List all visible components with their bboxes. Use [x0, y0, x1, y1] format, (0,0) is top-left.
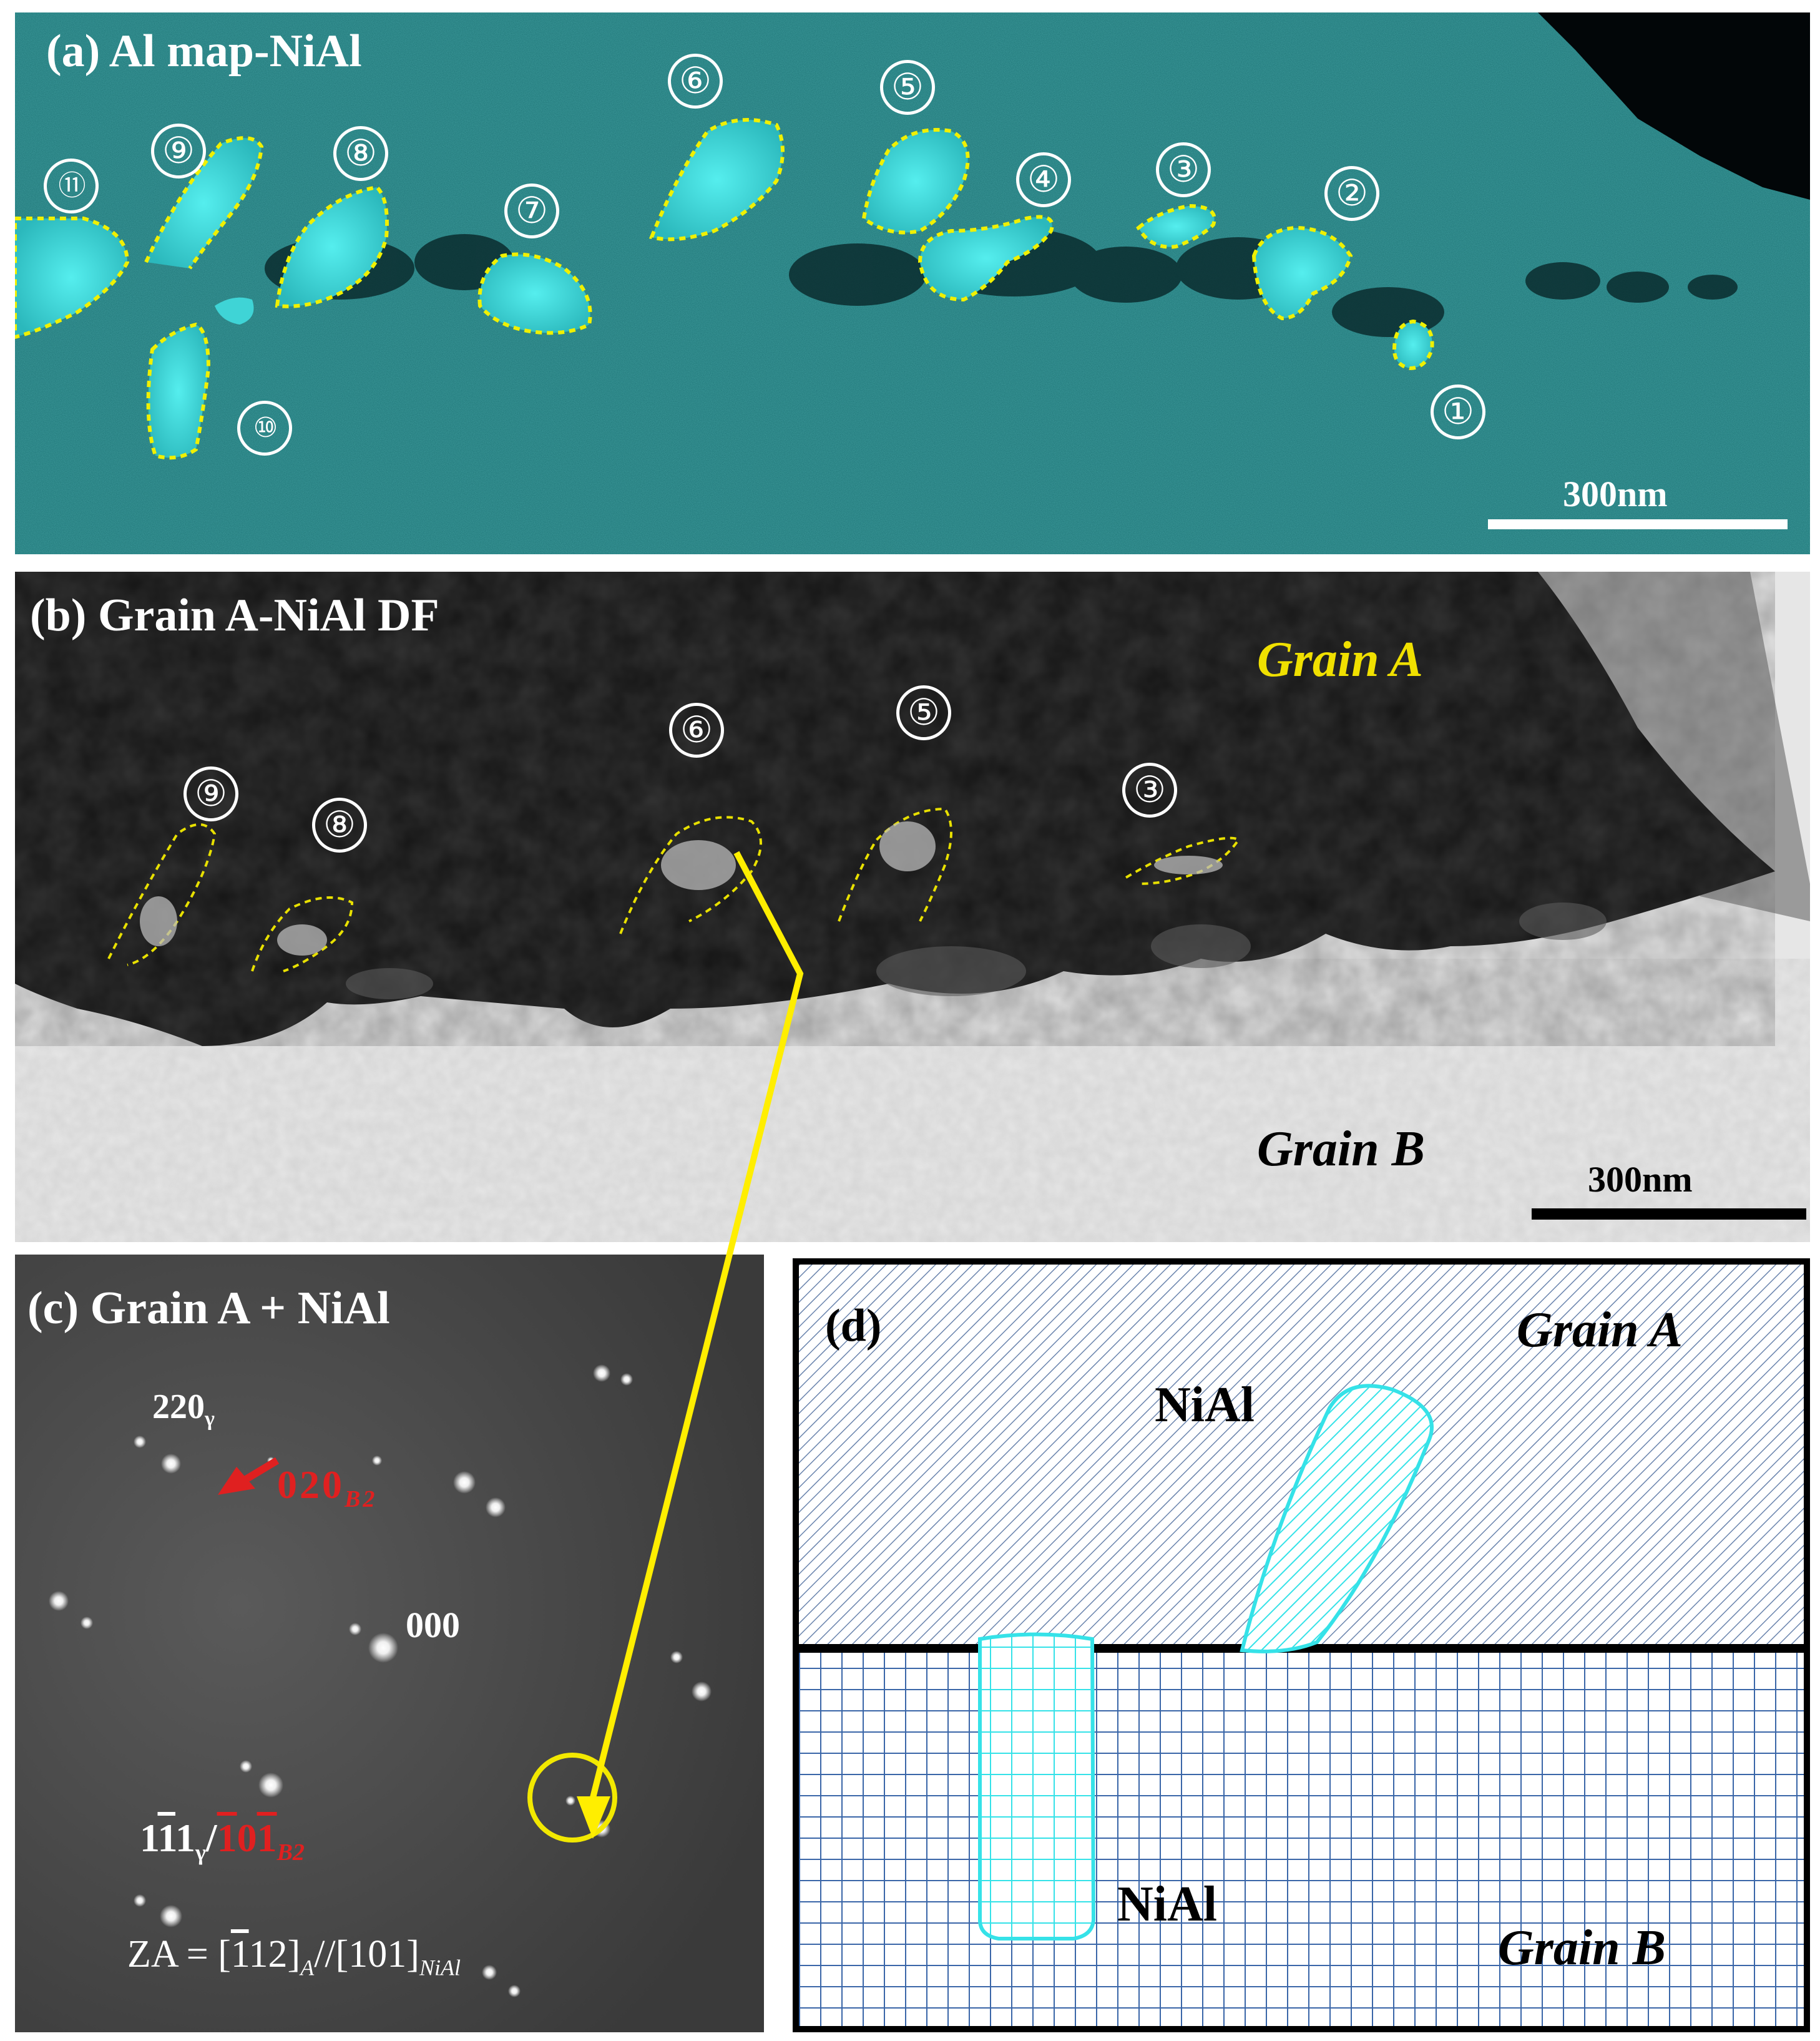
particle-6	[648, 118, 785, 242]
panel-d-nial-bottom: NiAl	[1117, 1877, 1217, 1932]
b-marker-5: ⑤	[896, 685, 951, 740]
panel-d-image	[799, 1265, 1804, 2026]
outline-9	[107, 823, 217, 966]
marker-2: ②	[1324, 166, 1379, 221]
outline-5	[838, 807, 952, 922]
panel-b-scale-text: 300nm	[1588, 1159, 1693, 1200]
panel-b-grain-a: Grain A	[1257, 632, 1424, 687]
marker-1: ①	[1431, 384, 1485, 439]
panel-d-schematic: (d) Grain A NiAl NiAl Grain B	[793, 1258, 1810, 2032]
panel-a-scalebar	[1488, 519, 1788, 529]
precipitate-grain-a	[1240, 1384, 1434, 1653]
particle-11	[15, 216, 130, 340]
b-marker-8: ⑧	[312, 798, 367, 853]
spot-020-label: 020B2	[277, 1462, 378, 1512]
b-marker-3: ③	[1122, 763, 1177, 818]
zone-axis-label: ZA = [112]A//[101]NiAl	[127, 1933, 461, 1980]
particle-2	[1251, 225, 1353, 321]
panel-d-nial-top: NiAl	[1155, 1378, 1255, 1432]
precipitate-grain-b	[978, 1632, 1096, 1941]
panel-d-grain-a: Grain A	[1517, 1303, 1683, 1358]
panel-c-label: (c) Grain A + NiAl	[27, 1283, 390, 1334]
panel-a-al-map: (a) Al map-NiAl 300nm ⑪ ⑨ ⑧ ⑦ ⑥ ⑤ ④ ③ ② …	[15, 12, 1810, 554]
red-arrow	[218, 1457, 280, 1495]
b-marker-6: ⑥	[669, 703, 724, 758]
particle-9	[144, 136, 264, 270]
panel-d-grain-b: Grain B	[1498, 1921, 1666, 1975]
marker-10: ⑩	[237, 401, 292, 456]
particle-1	[1392, 319, 1434, 371]
panel-b-grain-b: Grain B	[1257, 1122, 1425, 1177]
panel-b-image	[15, 572, 1810, 1242]
outline-3	[1125, 836, 1240, 885]
particle-7	[477, 252, 592, 335]
b-marker-9: ⑨	[183, 766, 238, 821]
panel-b-label: (b) Grain A-NiAl DF	[30, 590, 439, 641]
particle-8	[275, 185, 389, 308]
spot-111-101-label: 111γ/101B2	[140, 1816, 305, 1866]
particle-5	[861, 128, 970, 235]
spot-220-label: 220γ	[152, 1388, 215, 1431]
panel-a-scale-text: 300nm	[1563, 474, 1668, 514]
marker-4: ④	[1016, 152, 1071, 207]
particle-4	[917, 215, 1054, 302]
marker-3: ③	[1156, 142, 1211, 197]
panel-a-particles	[15, 118, 1434, 460]
marker-9: ⑨	[151, 124, 206, 179]
particle-3	[1136, 203, 1216, 249]
panel-d-label: (d)	[825, 1300, 882, 1351]
panel-c-diffraction: (c) Grain A + NiAl 220γ 020B2 000 111γ/1…	[15, 1255, 764, 2032]
marker-6: ⑥	[668, 54, 723, 109]
panel-c-image	[15, 1255, 764, 2032]
spot-000-label: 000	[406, 1605, 460, 1645]
marker-11: ⑪	[44, 159, 99, 213]
panel-a-label: (a) Al map-NiAl	[46, 26, 362, 77]
marker-5: ⑤	[880, 60, 935, 115]
panel-b-dark-field: (b) Grain A-NiAl DF Grain A Grain B 300n…	[15, 572, 1810, 1242]
marker-7: ⑦	[504, 184, 559, 238]
particle-10	[146, 322, 211, 460]
panel-b-scalebar	[1532, 1208, 1806, 1220]
outline-8	[251, 896, 354, 972]
marker-8: ⑧	[333, 126, 388, 181]
